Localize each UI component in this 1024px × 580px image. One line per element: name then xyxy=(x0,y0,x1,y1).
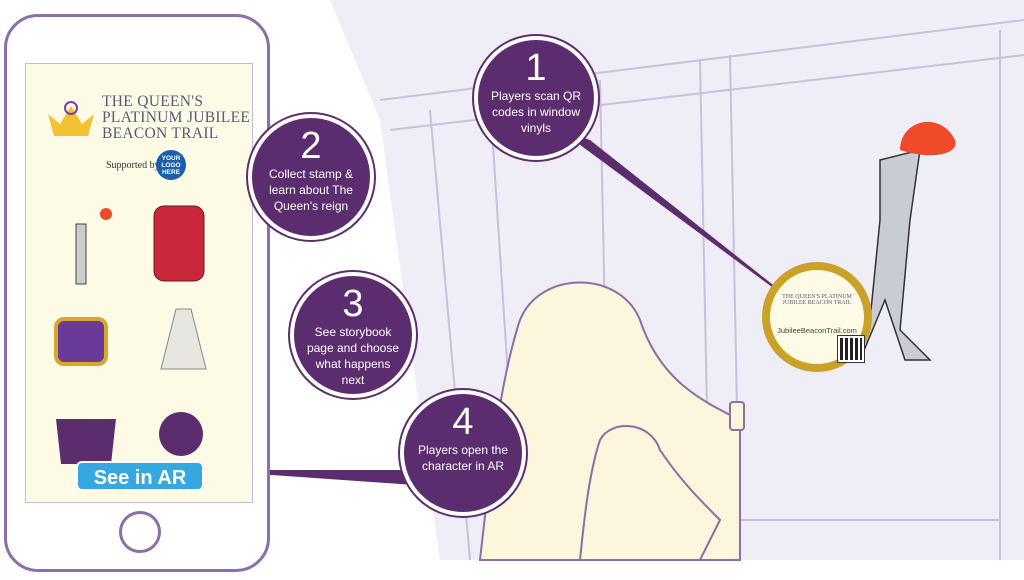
callout-text: Players scan QR codes in window vinyls xyxy=(490,89,582,135)
torch-stamp-icon xyxy=(75,208,112,285)
queen-stamp-icon xyxy=(160,308,207,370)
title-line: THE QUEEN'S xyxy=(102,93,204,110)
throne-stamp-icon xyxy=(153,205,205,282)
callout-number: 4 xyxy=(452,401,474,443)
callout-text: Collect stamp & learn about The Queen's … xyxy=(268,167,354,213)
crown-stamp-icon xyxy=(54,317,108,366)
callout-number: 2 xyxy=(300,125,322,167)
callout-4: 4 Players open the character in AR xyxy=(400,390,526,516)
sponsor-logo: YOUR LOGO HERE xyxy=(156,150,186,180)
torch-character-illustration xyxy=(838,121,956,361)
home-button[interactable] xyxy=(119,511,161,553)
teapot-silhouette-icon xyxy=(56,419,116,464)
title-line: PLATINUM JUBILEE xyxy=(102,109,251,126)
vinyl-url: JubileeBeaconTrail.com xyxy=(777,326,857,335)
title-line: BEACON TRAIL xyxy=(102,125,219,142)
callout-text: See storybook page and choose what happe… xyxy=(306,325,400,387)
supported-by-label: Supported by xyxy=(106,160,160,171)
phone-screen: THE QUEEN'S PLATINUM JUBILEE BEACON TRAI… xyxy=(25,63,253,503)
vinyl-title: THE QUEEN'S PLATINUM JUBILEE BEACON TRAI… xyxy=(782,294,852,306)
callout-number: 1 xyxy=(525,47,547,89)
phone-mockup: THE QUEEN'S PLATINUM JUBILEE BEACON TRAI… xyxy=(4,14,270,572)
crown-logo-icon xyxy=(48,101,94,136)
window-vinyl: THE QUEEN'S PLATINUM JUBILEE BEACON TRAI… xyxy=(762,262,872,372)
callout-text: Players open the character in AR xyxy=(417,443,509,473)
callout-number: 3 xyxy=(342,283,364,325)
callout-3: 3 See storybook page and choose what hap… xyxy=(290,272,416,398)
character-stamps-grid xyxy=(54,205,207,464)
trail-title: THE QUEEN'S PLATINUM JUBILEE BEACON TRAI… xyxy=(102,94,250,142)
callout-1: 1 Players scan QR codes in window vinyls xyxy=(474,36,598,160)
character-silhouette-icon xyxy=(159,412,203,456)
callout-2: 2 Collect stamp & learn about The Queen'… xyxy=(248,114,374,240)
see-in-ar-button[interactable]: See in AR xyxy=(76,461,204,491)
qr-code[interactable] xyxy=(837,335,865,363)
